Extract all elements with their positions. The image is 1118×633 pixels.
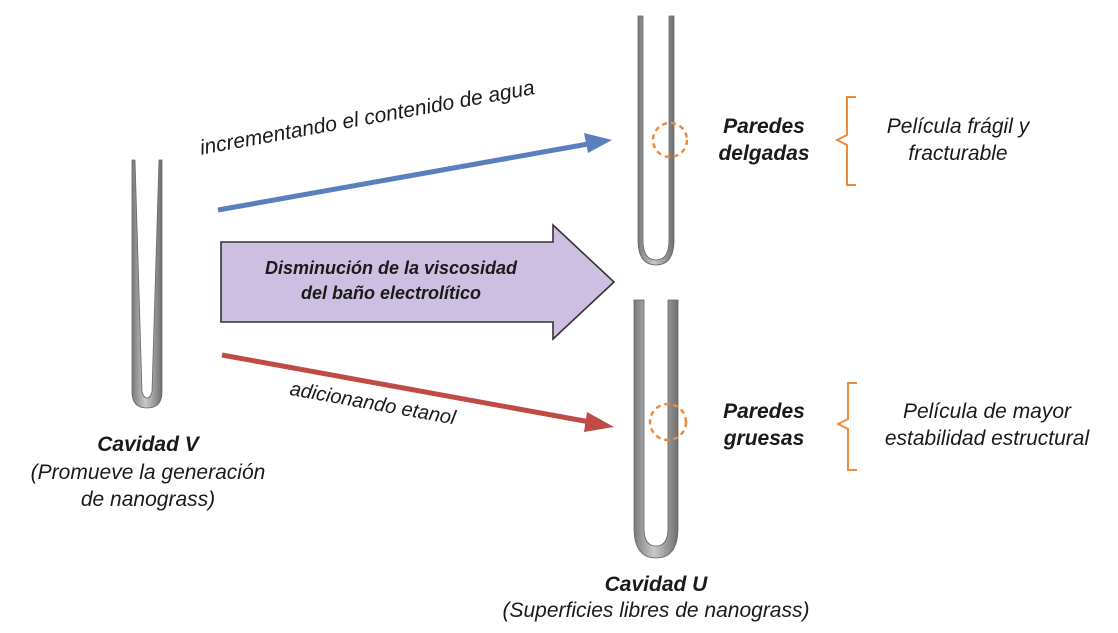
center-arrow-line1: Disminución de la viscosidad (264, 258, 518, 278)
bottom-wall-line2: gruesas (723, 427, 805, 451)
upper-arrow (217, 133, 612, 213)
top-u-tube (637, 15, 675, 266)
cavity-u-title: Cavidad U (604, 573, 708, 596)
top-result-line1: Película frágil y (886, 115, 1030, 138)
bottom-wall-label: Paredes gruesas (702, 400, 826, 451)
center-arrow-line2: del baño electrolítico (300, 282, 482, 303)
top-wall-line1: Paredes (723, 115, 805, 138)
center-arrow-text: Disminución de la viscosidad del baño el… (221, 258, 561, 303)
center-block-arrow (220, 223, 616, 341)
top-result-line2: fracturable (908, 142, 1008, 166)
cavity-u-desc: (Superficies libres de nanograss) (502, 599, 810, 623)
v-cavity-shape (131, 159, 163, 409)
top-result-bracket (834, 96, 856, 186)
top-wall-label: Paredes delgadas (702, 115, 826, 166)
cavity-v-title: Cavidad V (97, 433, 199, 456)
bottom-result-text: Película de mayor estabilidad estructura… (858, 400, 1116, 451)
bottom-result-line1: Película de mayor (902, 400, 1072, 423)
top-wall-highlight-circle (651, 121, 689, 159)
bottom-wall-highlight-circle (648, 402, 688, 442)
top-wall-line2: delgadas (718, 142, 810, 166)
cavity-v-caption: Cavidad V (Promueve la generación de nan… (0, 433, 296, 512)
bottom-u-tube (633, 299, 679, 559)
cavity-v-desc-line1: (Promueve la generación (30, 461, 266, 485)
bottom-result-bracket (835, 382, 857, 471)
cavity-u-caption: Cavidad U (Superficies libres de nanogra… (466, 573, 846, 623)
top-result-text: Película frágil y fracturable (858, 115, 1058, 166)
cavity-v-desc-line2: de nanograss) (80, 488, 216, 512)
bottom-wall-line1: Paredes (723, 400, 805, 423)
lower-arrow (221, 352, 614, 432)
bottom-result-line2: estabilidad estructural (884, 427, 1090, 451)
